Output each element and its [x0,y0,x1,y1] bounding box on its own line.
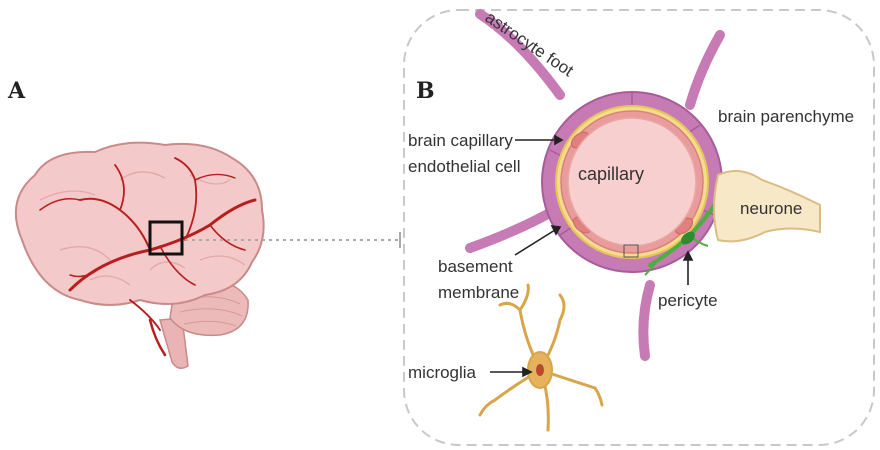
label-basement-2: membrane [438,283,519,302]
microglia-cell [480,285,602,430]
cerebrum [16,143,264,305]
label-microglia: microglia [408,363,477,382]
label-endothelial-2: endothelial cell [408,157,520,176]
panel-b-label: B [416,78,435,104]
label-pericyte: pericyte [658,291,718,310]
label-astrocyte-foot: astrocyte foot [482,8,577,81]
panel-a-label: A [7,78,26,104]
label-endothelial-1: brain capillary [408,131,513,150]
label-capillary: capillary [578,164,644,184]
arrow-basement [515,230,555,255]
brain-illustration [16,143,264,369]
label-brain-parenchyme: brain parenchyme [718,107,854,126]
label-basement-1: basement [438,257,513,276]
label-neurone: neurone [740,199,802,218]
